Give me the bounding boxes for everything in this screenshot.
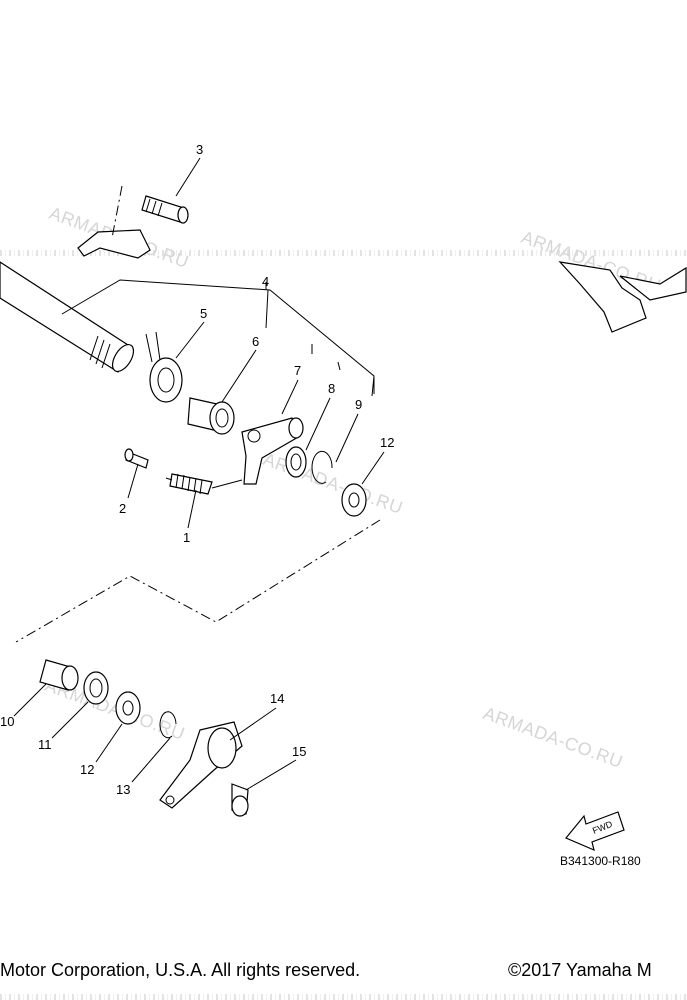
- part-11-seal: [83, 671, 109, 705]
- leader-9: [335, 413, 359, 463]
- callout-8: 8: [328, 381, 335, 396]
- assembly-dashed-line: [15, 185, 381, 643]
- callout-13: 13: [116, 782, 130, 797]
- watermark: ARMADA-CO.RU: [481, 703, 626, 772]
- copyright-text-right: ©2017 Yamaha M: [508, 960, 652, 980]
- leader-5: [175, 321, 205, 359]
- leader-12b: [95, 723, 123, 763]
- leader-7: [281, 379, 299, 415]
- callout-15: 15: [292, 744, 306, 759]
- leader-3: [175, 157, 201, 197]
- group-bracket-ticks: [265, 289, 375, 394]
- right-assembly-fragment: [558, 261, 687, 333]
- group-bracket-line: [61, 279, 375, 397]
- part-12-washer-lower: [115, 691, 141, 725]
- callout-3: 3: [196, 142, 203, 157]
- callout-6: 6: [252, 334, 259, 349]
- copyright-footer: Motor Corporation, U.S.A. All rights res…: [0, 960, 687, 986]
- scan-noise-band: [0, 250, 687, 256]
- part-3-bolt: [141, 195, 189, 224]
- callout-2: 2: [119, 501, 126, 516]
- leader-11: [51, 701, 89, 739]
- callout-4: 4: [262, 274, 269, 289]
- callout-14: 14: [270, 691, 284, 706]
- leader-14: [229, 707, 277, 741]
- part-9-circlip: [311, 450, 333, 484]
- callout-12: 12: [380, 435, 394, 450]
- part-8-washer: [285, 446, 307, 478]
- leader-6: [221, 349, 257, 403]
- leader-2: [127, 463, 139, 499]
- part-2-pin: [124, 448, 149, 469]
- callout-1: 1: [183, 530, 190, 545]
- callout-9: 9: [355, 397, 362, 412]
- copyright-text-left: Motor Corporation, U.S.A. All rights res…: [0, 960, 361, 980]
- part-13-circlip: [159, 711, 177, 739]
- leader-8: [305, 397, 331, 451]
- callout-12-lower: 12: [80, 762, 94, 777]
- leader-10: [13, 683, 47, 717]
- callout-11: 11: [38, 737, 52, 752]
- scan-noise-band: [0, 994, 687, 1000]
- part-5-spring: [145, 331, 183, 403]
- callout-5: 5: [200, 306, 207, 321]
- part-1-spring: [165, 473, 243, 495]
- callout-7: 7: [294, 363, 301, 378]
- diagram-reference-code: B341300-R180: [560, 854, 641, 868]
- part-15-bolt: [231, 783, 249, 817]
- part-10-bearing: [39, 659, 79, 691]
- leader-15: [245, 759, 297, 791]
- part-12-washer: [341, 483, 367, 517]
- callout-10: 10: [0, 714, 14, 729]
- fwd-arrow-icon: FWD: [565, 811, 625, 852]
- part-6-collar: [187, 397, 235, 435]
- leader-13: [131, 737, 171, 783]
- bracket-fragment: [77, 229, 151, 259]
- watermark: ARMADA-CO.RU: [261, 449, 406, 518]
- leader-12a: [361, 451, 385, 485]
- shift-shaft: [0, 261, 135, 373]
- part-7-lever: [241, 417, 304, 485]
- leader-1: [187, 489, 197, 529]
- part-14-shift-arm: [159, 721, 243, 809]
